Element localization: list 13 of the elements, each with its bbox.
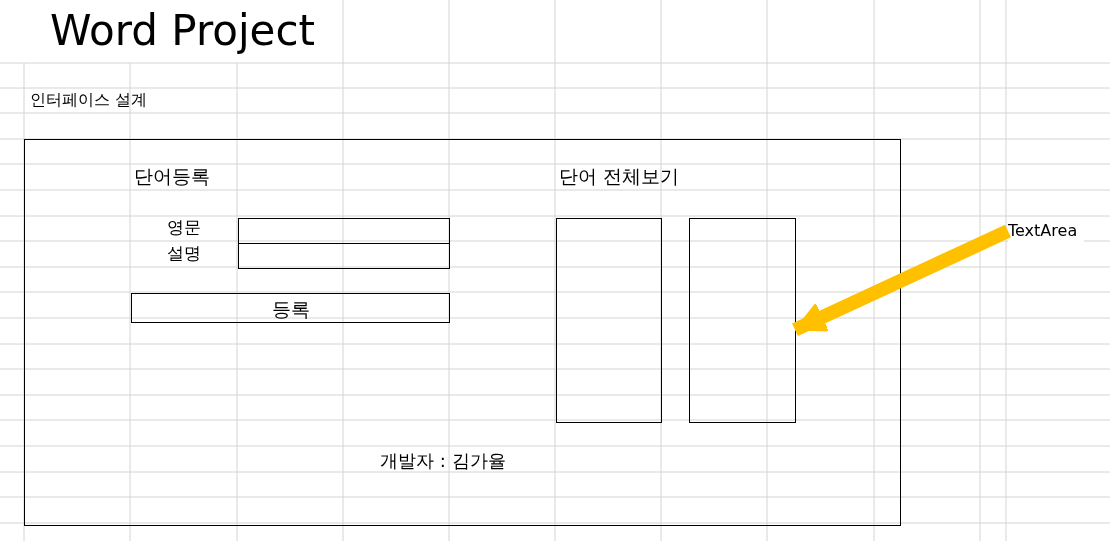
form-panel — [24, 139, 901, 526]
input-field — [238, 243, 450, 269]
section-heading: 단어 전체보기 — [559, 165, 680, 188]
input-field — [238, 218, 450, 244]
field-label: 영문 — [167, 217, 201, 238]
callout-arrow — [792, 224, 1011, 337]
field-label: 설명 — [167, 243, 201, 264]
text-area — [556, 218, 662, 423]
text-area — [689, 218, 796, 423]
register-button: 등록 — [131, 293, 450, 323]
developer-credit: 개발자 : 김가율 — [380, 450, 506, 472]
section-heading: 단어등록 — [134, 165, 210, 188]
page-subtitle: 인터페이스 설계 — [30, 90, 148, 110]
